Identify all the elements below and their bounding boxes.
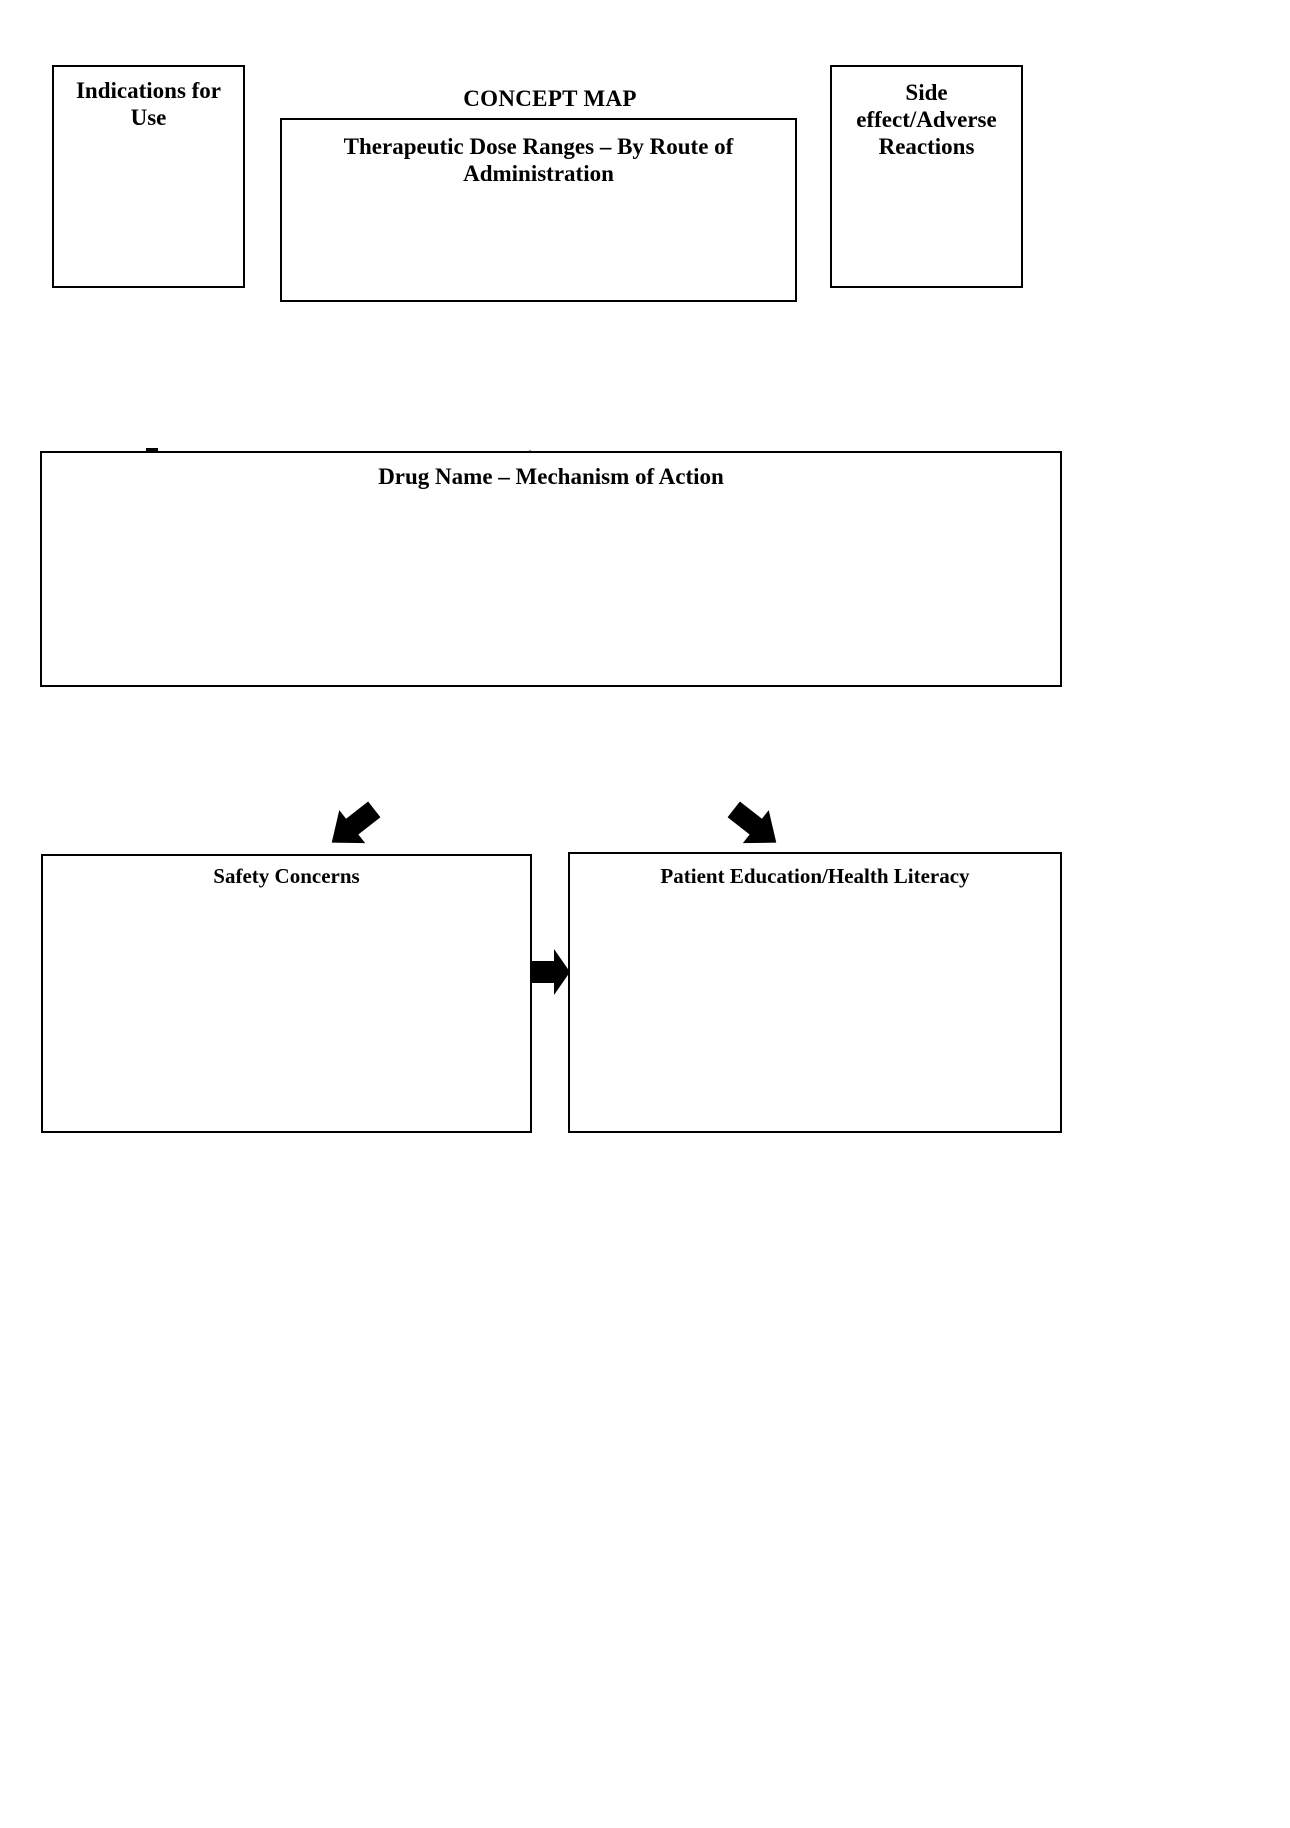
node-safety-concerns-label: Safety Concerns [213, 864, 360, 888]
node-indications-for-use[interactable]: Indications for Use [52, 65, 245, 288]
node-safety-concerns[interactable]: Safety Concerns [41, 854, 532, 1133]
node-side-effects-adverse-reactions-label: Side effect/Adverse Reactions [856, 80, 997, 160]
page-title: CONCEPT MAP [463, 86, 637, 111]
node-patient-education-health-literacy[interactable]: Patient Education/Health Literacy [568, 852, 1062, 1133]
node-therapeutic-dose-ranges-label: Therapeutic Dose Ranges – By Route of Ad… [343, 134, 734, 187]
node-drug-name-mechanism-of-action-label: Drug Name – Mechanism of Action [378, 464, 724, 489]
node-indications-for-use-label: Indications for Use [75, 78, 222, 131]
arrow-right-icon [532, 949, 570, 995]
node-patient-education-health-literacy-label: Patient Education/Health Literacy [660, 864, 970, 888]
node-drug-name-mechanism-of-action[interactable]: Drug Name – Mechanism of Action [40, 451, 1062, 687]
node-therapeutic-dose-ranges[interactable]: Therapeutic Dose Ranges – By Route of Ad… [280, 118, 797, 302]
arrow-down-right-icon [727, 801, 777, 844]
arrow-down-left-icon [331, 801, 381, 844]
node-side-effects-adverse-reactions[interactable]: Side effect/Adverse Reactions [830, 65, 1023, 288]
